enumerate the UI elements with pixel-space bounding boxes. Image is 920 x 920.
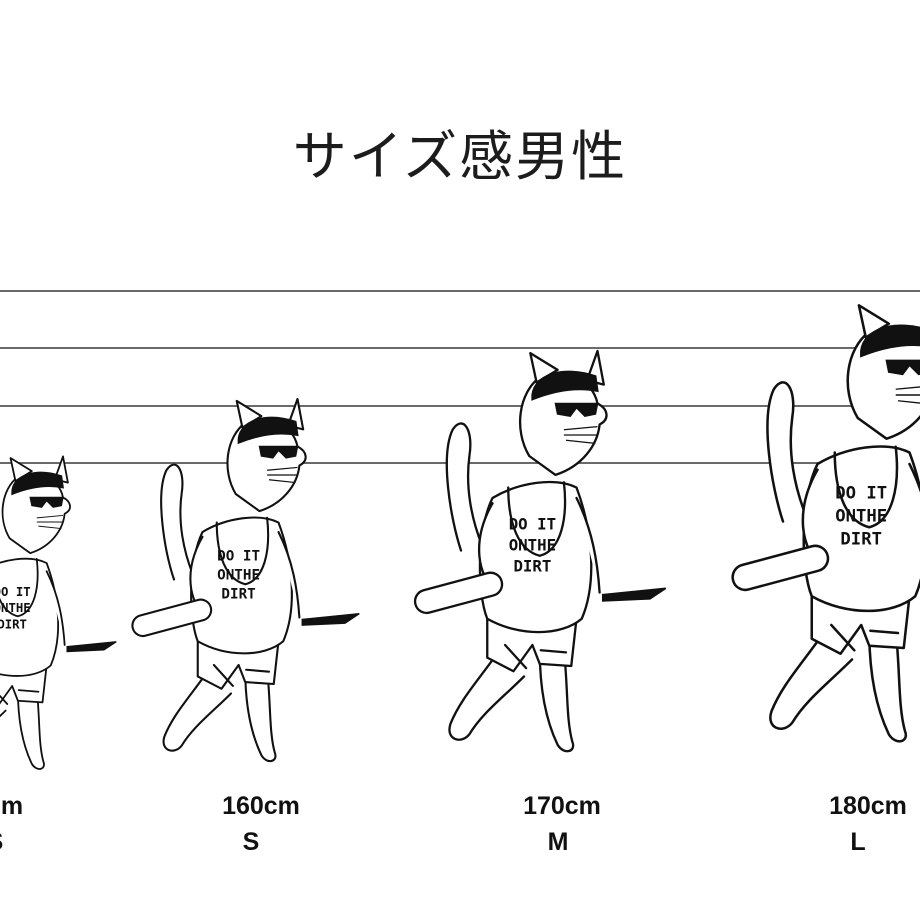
svg-text:ONTHE: ONTHE (217, 568, 260, 584)
height-guide-line (0, 405, 920, 407)
page-title: サイズ感男性 (292, 125, 628, 188)
svg-text:DIRT: DIRT (840, 530, 882, 550)
svg-text:ONTHE: ONTHE (509, 536, 556, 555)
figure-size-label: S (0, 828, 75, 857)
figure-size-label: M (547, 828, 569, 856)
walking-cat-figure: DO IT ONTHE DIRT (413, 349, 667, 753)
svg-text:DIRT: DIRT (0, 618, 27, 632)
svg-text:ONTHE: ONTHE (0, 601, 31, 615)
height-guide-line (0, 462, 860, 464)
svg-text:DO IT: DO IT (217, 549, 260, 565)
figure-height-label: cm (0, 792, 24, 820)
figure-height-label: 160cm (222, 792, 300, 820)
svg-text:DO IT: DO IT (0, 585, 31, 599)
svg-text:DIRT: DIRT (513, 557, 551, 576)
figure-size-label: S (242, 828, 260, 856)
svg-text:DO IT: DO IT (509, 515, 556, 534)
walking-cat-figure: DO IT ONTHE DIRT (731, 304, 920, 743)
walking-cat-figure: DO IT ONTHE DIRT (131, 397, 360, 763)
height-guide-line (0, 347, 920, 349)
figure-height-label: 180cm (829, 792, 907, 820)
svg-text:DIRT: DIRT (221, 587, 255, 603)
svg-text:ONTHE: ONTHE (835, 507, 887, 527)
height-guide-line (0, 290, 920, 292)
figure-height-label: 170cm (523, 792, 601, 820)
figure-size-label: L (850, 828, 866, 856)
walking-cat-figure: DO IT ONTHE DIRT (0, 455, 117, 770)
svg-text:DO IT: DO IT (835, 484, 887, 504)
